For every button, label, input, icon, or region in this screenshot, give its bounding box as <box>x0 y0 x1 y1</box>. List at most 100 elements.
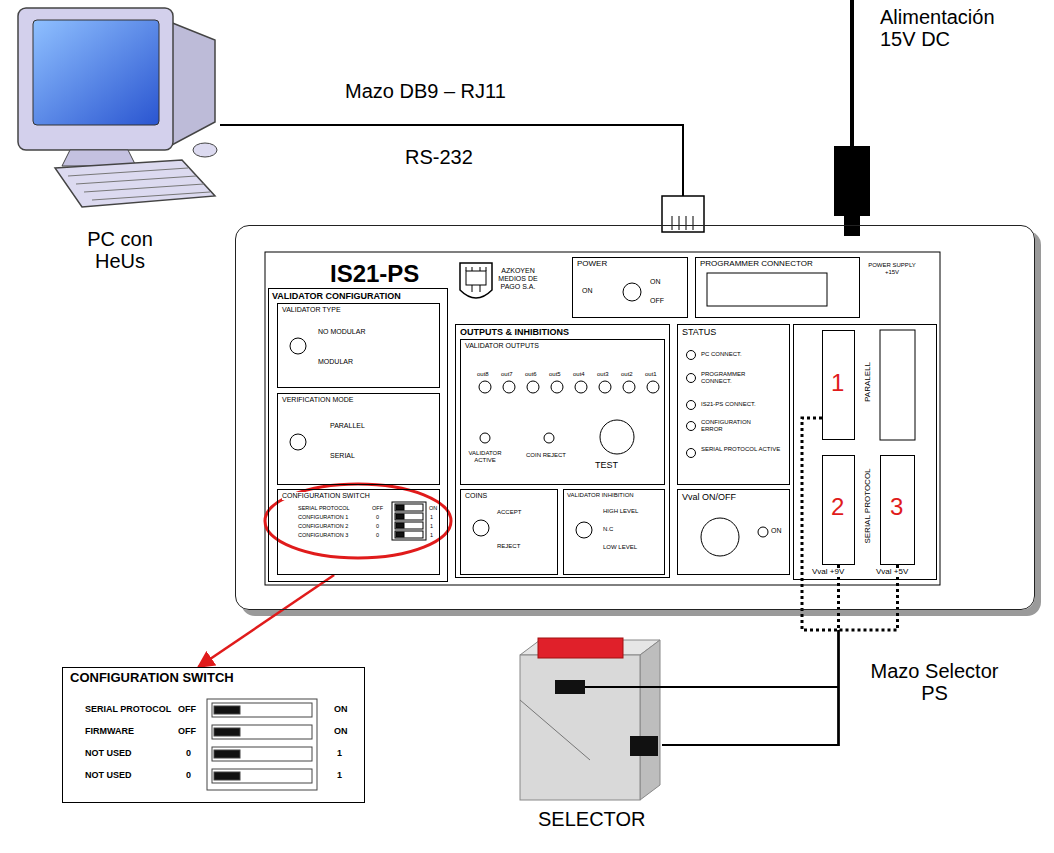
board-controls <box>576 522 592 538</box>
label-text: 0 <box>186 748 191 758</box>
label-text: COIN REJECT <box>526 452 566 459</box>
label-text: SERIAL PROTOCOL <box>864 468 873 543</box>
switch-zoom: CONFIGURATION SWITCHSERIAL PROTOCOLOFFON… <box>62 667 365 803</box>
label-text: SERIAL PROTOCOL ACTIVE <box>701 446 781 453</box>
label-text: out5 <box>549 371 561 378</box>
zoom-switch <box>207 699 317 790</box>
zoom-switch <box>214 728 240 736</box>
label-text: STATUS <box>682 327 716 337</box>
board-controls <box>503 381 515 393</box>
zoom-switch <box>214 772 240 780</box>
type-selector: VALIDATOR TYPE NO MODULAR MODULAR <box>277 303 440 388</box>
label-text: 1 <box>831 370 844 397</box>
coins-box: COINSACCEPTREJECT <box>460 489 558 575</box>
inhibition-box: VALIDATOR INHIBITIONHIGH LEVELN.CLOW LEV… <box>563 489 665 575</box>
connector <box>662 418 839 745</box>
board-controls <box>687 351 696 360</box>
vval-box: Vval ON/OFFON <box>677 489 790 575</box>
connector <box>198 575 334 667</box>
connector: 1 <box>822 330 855 440</box>
device-board: IS21-PS VALIDATOR CONFIGURATION VALIDATOR … <box>235 225 1035 610</box>
label-text: MODULAR <box>318 358 353 366</box>
label-text: OFF <box>650 297 664 305</box>
label-text: out8 <box>477 371 489 378</box>
label-text: POWER SUPPLY +15V <box>863 262 921 275</box>
computer-illustration <box>33 20 159 125</box>
computer-icon: PC con HeUs <box>10 5 220 215</box>
label-text: VALIDATOR TYPE <box>282 306 341 314</box>
label-text: out7 <box>501 371 513 378</box>
board-body <box>235 225 1041 616</box>
board-controls <box>758 527 768 537</box>
board-controls <box>687 401 696 410</box>
label-text: ON <box>582 287 593 295</box>
board-controls <box>395 504 423 511</box>
label-text: 1 <box>337 770 342 780</box>
board-body <box>265 252 940 585</box>
selector-illustration <box>555 680 585 694</box>
selector-illustration <box>630 736 658 756</box>
selector-icon: SELECTOR <box>515 638 662 803</box>
board-controls <box>396 532 404 537</box>
label-text: COINS <box>465 492 487 500</box>
board-controls <box>647 381 659 393</box>
label-text: CONFIGURATION ERROR <box>701 419 761 432</box>
label-text: REJECT <box>497 543 520 550</box>
connector <box>662 565 839 745</box>
status-box: STATUSPC CONNECT.PROGRAMMER CONNECT.IS21… <box>677 324 790 485</box>
connector <box>662 630 839 745</box>
power-plug <box>834 146 870 216</box>
board-controls <box>527 381 539 393</box>
power-plug <box>834 0 870 236</box>
label-text: VALIDATOR CONFIGURATION <box>272 291 401 301</box>
label-text: 1 <box>337 748 342 758</box>
label-text: ON <box>429 505 437 511</box>
logo-shield <box>460 263 492 298</box>
label-text: PROGRAMMER CONNECTOR <box>700 260 813 269</box>
label-text: VALIDATOR ACTIVE <box>467 450 503 463</box>
zoom-switch <box>212 725 312 739</box>
label-text: CONFIGURATION 2 <box>298 523 348 529</box>
label-text: LOW LEVEL <box>603 544 637 551</box>
label-text: HIGH LEVEL <box>603 508 638 515</box>
label-text: out1 <box>645 371 657 378</box>
label-text: Vval +5V <box>876 568 908 577</box>
logo-shield <box>460 263 492 298</box>
label-text: CONFIGURATION SWITCH <box>282 492 370 500</box>
board-controls <box>396 523 404 528</box>
label-text: SERIAL <box>330 452 355 460</box>
label-text: 0 <box>376 514 379 520</box>
board-controls <box>623 381 635 393</box>
label-text: POWER <box>577 260 607 269</box>
zoom-switch <box>212 769 312 783</box>
board-controls <box>707 273 827 306</box>
board-controls <box>575 381 587 393</box>
label-text: PC con HeUs <box>70 228 170 273</box>
label-text: out4 <box>573 371 585 378</box>
label-text: NO MODULAR <box>318 328 365 336</box>
selector-illustration <box>640 640 660 800</box>
selector-illustration <box>520 655 640 800</box>
label-text: CONFIGURATION SWITCH <box>70 671 234 686</box>
label-text: Vval ON/OFF <box>682 492 736 502</box>
label-text: NOT USED <box>85 770 132 780</box>
board-controls <box>479 381 491 393</box>
connector <box>220 125 683 225</box>
board-body <box>235 225 1035 610</box>
label-text: RS-232 <box>405 146 473 168</box>
label-text: NOT USED <box>85 748 132 758</box>
logo-shield <box>466 267 486 292</box>
board-controls <box>880 330 915 440</box>
board-controls <box>600 420 634 454</box>
label-text: OFF <box>372 505 383 511</box>
rj11-plug <box>662 196 704 232</box>
label-text: Vval +9V <box>812 568 844 577</box>
board-controls <box>290 434 306 450</box>
label-text: PARALLEL <box>330 422 365 430</box>
label-text: 2 <box>831 494 844 521</box>
board-controls <box>395 531 423 538</box>
label-text: IS21-PS <box>330 261 419 288</box>
